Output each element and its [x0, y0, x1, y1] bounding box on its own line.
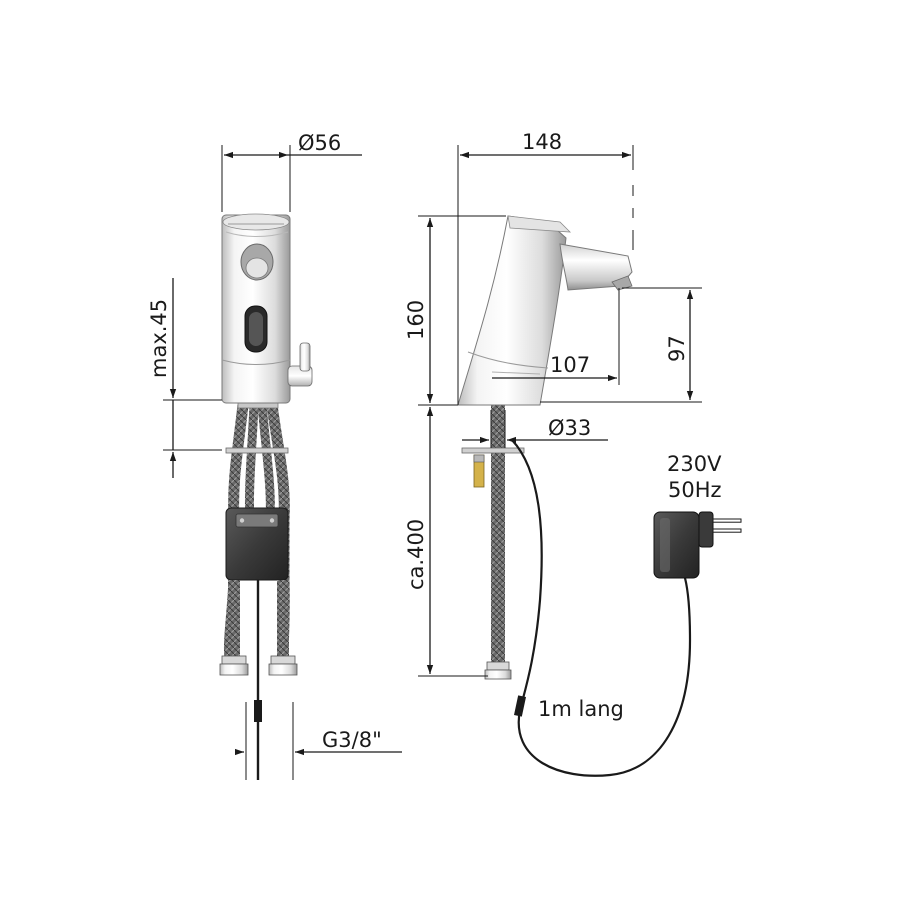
dim-diameter-top: Ø56 [221, 131, 362, 212]
front-control-box [225, 507, 289, 581]
dim-max-height: max.45 [147, 278, 222, 478]
side-view: 148 160 107 97 Ø33 [404, 130, 742, 777]
front-faucet-body [221, 213, 313, 404]
label-width: 148 [522, 130, 562, 154]
label-thread: G3/8" [322, 728, 382, 752]
label-diameter-base: Ø33 [548, 416, 591, 440]
label-spout-height: 97 [665, 335, 689, 362]
front-fittings [219, 655, 298, 676]
side-cable [511, 439, 692, 777]
label-diameter-top: Ø56 [298, 131, 341, 155]
label-spout-reach: 107 [550, 353, 590, 377]
dim-width: 148 [457, 130, 634, 405]
label-max-height: max.45 [147, 299, 171, 378]
front-washer [225, 447, 289, 454]
dim-spout-height: 97 [540, 287, 702, 403]
dim-hose-length: ca.400 [404, 407, 488, 677]
label-height: 160 [404, 300, 428, 340]
label-hose-length: ca.400 [404, 519, 428, 590]
dim-thread: G3/8" [235, 702, 402, 780]
front-view: Ø56 max.45 G3/8" [147, 131, 402, 780]
dim-spout-reach: 107 [492, 288, 620, 385]
label-voltage: 230V [667, 452, 722, 476]
label-frequency: 50Hz [668, 478, 722, 502]
power-adaptor [653, 511, 742, 579]
dim-height: 160 [404, 215, 506, 406]
side-faucet-body [457, 215, 633, 406]
label-cable-length: 1m lang [538, 697, 624, 721]
side-washer [461, 447, 525, 454]
side-hose [491, 453, 505, 665]
dim-diameter-base: Ø33 [462, 410, 608, 448]
side-shank [491, 400, 505, 448]
